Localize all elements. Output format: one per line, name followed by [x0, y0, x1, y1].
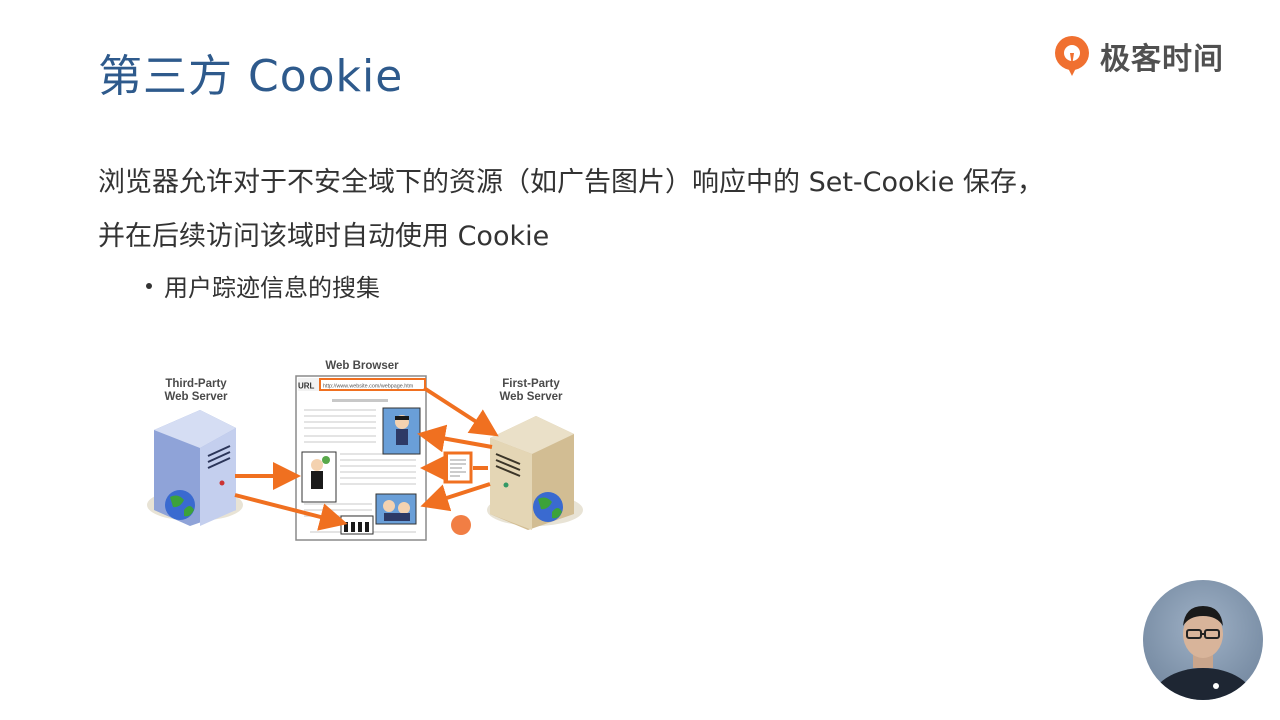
- browser-title: Web Browser: [325, 360, 399, 372]
- request-arrows: [234, 386, 499, 531]
- first-party-server-icon: [487, 416, 583, 530]
- url-value: http://www.website.com/webpage.htm: [323, 383, 414, 389]
- url-bar: [319, 378, 426, 391]
- first-party-label-2: Web Server: [499, 391, 563, 403]
- cartoon-image-3: [375, 493, 417, 525]
- third-party-label-1: Third-Party: [165, 378, 227, 390]
- first-party-label-1: First-Party: [502, 378, 560, 390]
- logo-text: 极客时间: [1100, 42, 1224, 77]
- geektime-logo: 极客时间: [1052, 34, 1224, 78]
- presenter-avatar-icon: [1151, 606, 1255, 700]
- pointer-cursor: [451, 515, 471, 535]
- cookie-document-icon: [443, 451, 473, 484]
- third-party-server-icon: [147, 410, 243, 526]
- slide-paragraph: 浏览器允许对于不安全域下的资源（如广告图片）响应中的 Set-Cookie 保存…: [98, 167, 1044, 252]
- cartoon-image-1: [382, 407, 421, 455]
- ad-image: [340, 515, 374, 535]
- third-party-label-2: Web Server: [164, 391, 228, 403]
- presenter-video: [1143, 580, 1263, 700]
- bullet-dot: [146, 282, 152, 289]
- cartoon-image-2: [301, 451, 337, 503]
- bullet-text: 用户踪迹信息的搜集: [164, 274, 380, 302]
- geektime-logo-icon: [1055, 36, 1089, 76]
- bullet-item: 用户踪迹信息的搜集: [146, 268, 380, 303]
- third-party-cookie-diagram: Web Browser Third-Party Web Server First…: [147, 360, 583, 541]
- slide-title: 第三方 Cookie: [98, 51, 404, 102]
- url-label: URL: [298, 382, 315, 391]
